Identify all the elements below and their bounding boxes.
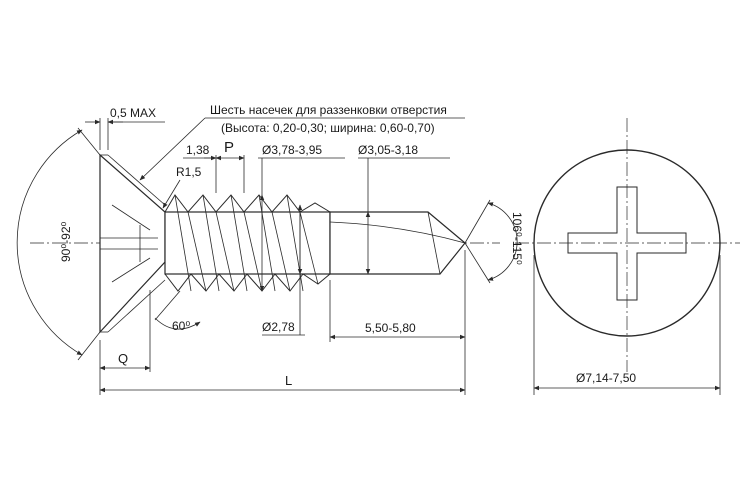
- dim-drill-length: [329, 250, 466, 395]
- l-label: L: [285, 373, 292, 388]
- drill-length-label: 5,50-5,80: [365, 321, 416, 335]
- thread-angle-arc: [154, 317, 201, 330]
- head-angle-arc: [16, 129, 83, 356]
- dia-core-label: Ø2,78: [262, 320, 295, 334]
- point-angle-arc: [487, 202, 518, 281]
- radius-leader: [162, 179, 181, 209]
- head-dia-label: Ø7,14-7,50: [576, 371, 636, 385]
- dim-dia-core: [262, 204, 305, 336]
- notches-label-line1: Шесть насечек для раззенковки отверстия: [210, 103, 447, 117]
- dim-dia-drill: [358, 157, 450, 275]
- notches-leader: [139, 117, 206, 181]
- head-angle-label: 90⁰-92⁰: [59, 221, 73, 262]
- head-circle: [533, 149, 721, 337]
- phillips-cross-icon: [567, 186, 687, 301]
- q-label: Q: [118, 351, 128, 366]
- dim-pitch: [183, 155, 245, 193]
- max-offset-label: 0,5 MAX: [110, 106, 156, 120]
- dim-q: [99, 290, 151, 395]
- dia-drill-label: Ø3,05-3,18: [358, 143, 418, 157]
- notches-label-line2: (Высота: 0,20-0,30; ширина: 0,60-0,70): [221, 121, 435, 135]
- dia-thread-label: Ø3,78-3,95: [262, 143, 322, 157]
- pitch-label: P: [224, 139, 234, 156]
- pitch-small-label: 1,38: [186, 143, 210, 157]
- dim-max-offset: [85, 118, 165, 150]
- thread-angle-label: 60⁰: [172, 319, 190, 333]
- drill-point: [329, 211, 466, 275]
- screw-head: [99, 153, 166, 334]
- dim-head-dia: [533, 255, 721, 395]
- point-angle-label: 106⁰-115⁰: [510, 212, 524, 265]
- dim-dia-thread: [258, 157, 345, 292]
- screw-top-view: [533, 149, 721, 337]
- radius-label: R1,5: [176, 165, 202, 179]
